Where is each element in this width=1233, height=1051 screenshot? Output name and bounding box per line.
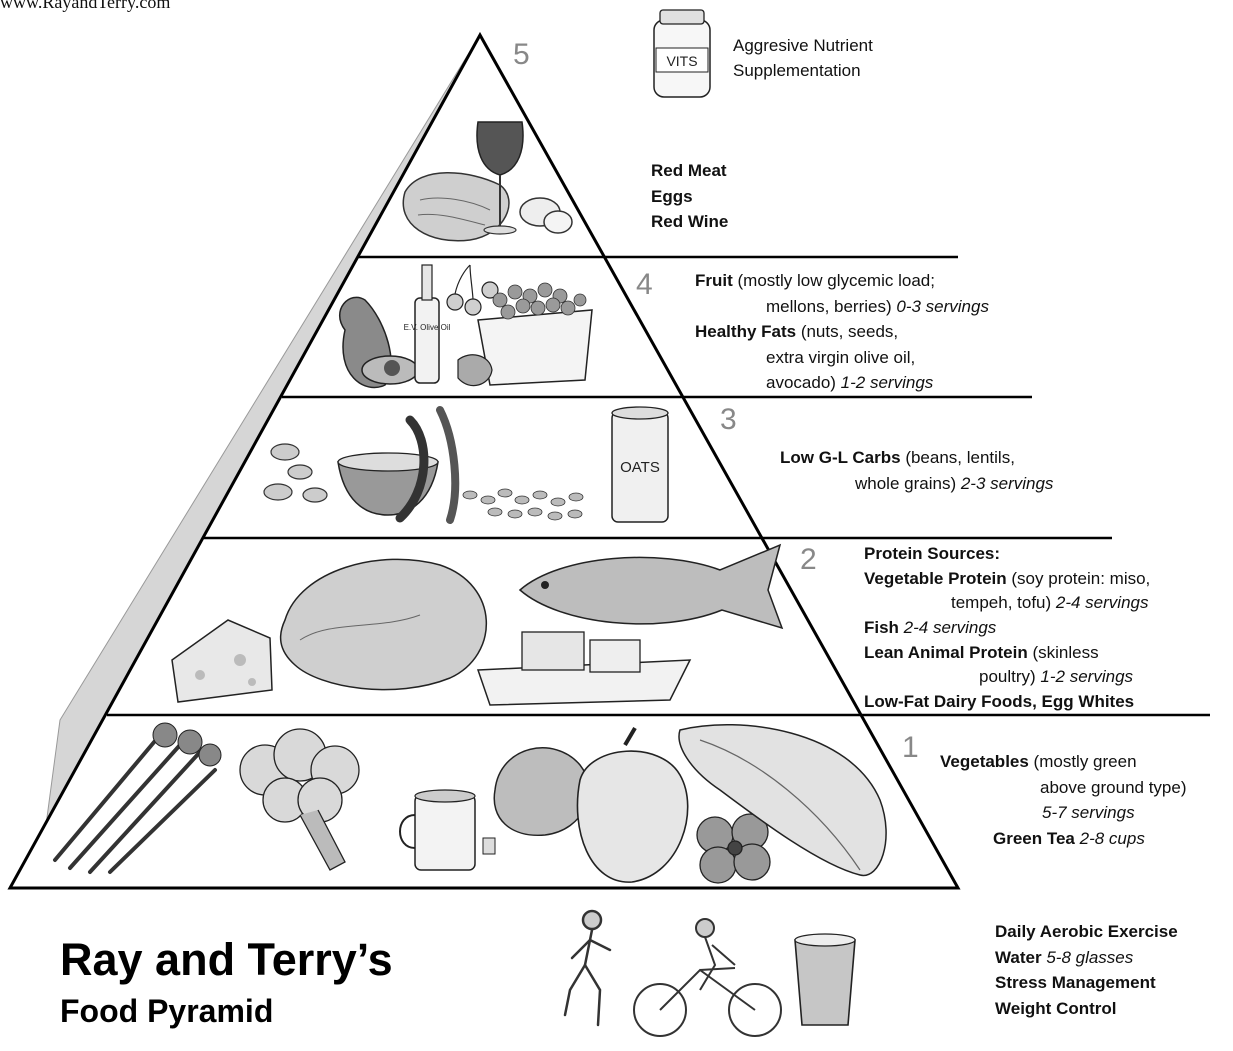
tier2-text: Protein Sources: Vegetable Protein (soy … bbox=[864, 542, 1150, 714]
strawberry-icon bbox=[458, 355, 492, 386]
tier4-text: Fruit (mostly low glycemic load; mellons… bbox=[695, 268, 989, 396]
veg-protein-label: Vegetable Protein bbox=[864, 569, 1007, 588]
top-tier-text: Red Meat Eggs Red Wine bbox=[651, 158, 728, 235]
fish-label: Fish bbox=[864, 618, 899, 637]
vitamin-bottle-icon: VITS bbox=[654, 10, 710, 97]
tier-number-1: 1 bbox=[902, 733, 919, 763]
lean-protein-desc-2: poultry) bbox=[979, 667, 1040, 686]
top-item-red-meat: Red Meat bbox=[651, 158, 728, 184]
veg-protein-desc-2: tempeh, tofu) bbox=[951, 593, 1056, 612]
egg-icon-2 bbox=[544, 211, 572, 233]
lean-protein-servings: 1-2 servings bbox=[1040, 667, 1133, 686]
veg-protein-desc: (soy protein: miso, bbox=[1007, 569, 1151, 588]
top-item-red-wine: Red Wine bbox=[651, 209, 728, 235]
flower-icon bbox=[697, 814, 770, 883]
water-servings: 5-8 glasses bbox=[1042, 948, 1134, 967]
fats-servings: 1-2 servings bbox=[841, 373, 934, 392]
fruit-servings: 0-3 servings bbox=[896, 297, 989, 316]
top-item-eggs: Eggs bbox=[651, 184, 728, 210]
water-label: Water bbox=[995, 948, 1042, 967]
fruit-desc-2: mellons, berries) bbox=[766, 297, 896, 316]
vegetables-servings: 5-7 servings bbox=[1042, 803, 1135, 822]
tier5-line2: Supplementation bbox=[733, 59, 873, 84]
fruit-desc: (mostly low glycemic load; bbox=[733, 271, 935, 290]
tier3-text: Low G-L Carbs (beans, lentils, whole gra… bbox=[780, 445, 1053, 496]
tier1-text: Vegetables (mostly green above ground ty… bbox=[940, 749, 1187, 851]
tier5-line1: Aggresive Nutrient bbox=[733, 34, 873, 59]
tier5-text: Aggresive Nutrient Supplementation bbox=[733, 34, 873, 83]
cyclist-icon bbox=[634, 919, 781, 1036]
green-tea-servings: 2-8 cups bbox=[1075, 829, 1145, 848]
page-title: Ray and Terry’s bbox=[60, 935, 393, 985]
fruit-label: Fruit bbox=[695, 271, 733, 290]
fish-servings: 2-4 servings bbox=[899, 618, 996, 637]
fats-desc-2: extra virgin olive oil, bbox=[695, 345, 989, 371]
vegetables-label: Vegetables bbox=[940, 752, 1029, 771]
veg-protein-servings: 2-4 servings bbox=[1056, 593, 1149, 612]
carbs-label: Low G-L Carbs bbox=[780, 448, 901, 467]
tier-number-3: 3 bbox=[720, 405, 737, 435]
page-subtitle: Food Pyramid bbox=[60, 992, 273, 1030]
tofu-block-icon bbox=[522, 632, 584, 670]
tier-number-5: 5 bbox=[513, 40, 530, 70]
vegetables-desc-2: above ground type) bbox=[940, 775, 1187, 801]
olive-oil-bottle-icon bbox=[415, 298, 439, 383]
tier-number-4: 4 bbox=[636, 270, 653, 300]
healthy-fats-label: Healthy Fats bbox=[695, 322, 796, 341]
vitamin-label: VITS bbox=[666, 53, 697, 69]
green-tea-label: Green Tea bbox=[993, 829, 1075, 848]
carbs-desc: (beans, lentils, bbox=[901, 448, 1015, 467]
lifestyle-text: Daily Aerobic Exercise Water 5-8 glasses… bbox=[995, 919, 1178, 1021]
carbs-servings: 2-3 servings bbox=[961, 474, 1054, 493]
cabbage-icon bbox=[494, 748, 589, 835]
runner-icon bbox=[565, 911, 610, 1025]
carbs-desc-2: whole grains) bbox=[855, 474, 961, 493]
lean-protein-desc: (skinless bbox=[1028, 643, 1099, 662]
lean-protein-label: Lean Animal Protein bbox=[864, 643, 1028, 662]
dairy-label: Low-Fat Dairy Foods, Egg Whites bbox=[864, 692, 1134, 711]
weight-label: Weight Control bbox=[995, 999, 1117, 1018]
berry-basket-icon bbox=[478, 310, 592, 385]
olive-oil-label: E.V. Olive Oil bbox=[404, 323, 451, 332]
fats-desc-3: avocado) bbox=[766, 373, 841, 392]
water-glass-icon bbox=[795, 934, 855, 1025]
tier-number-2: 2 bbox=[800, 545, 817, 575]
stress-label: Stress Management bbox=[995, 973, 1156, 992]
vegetables-desc: (mostly green bbox=[1029, 752, 1137, 771]
fats-desc: (nuts, seeds, bbox=[796, 322, 898, 341]
protein-header: Protein Sources: bbox=[864, 544, 1000, 563]
oats-label: OATS bbox=[620, 459, 660, 476]
exercise-label: Daily Aerobic Exercise bbox=[995, 922, 1178, 941]
